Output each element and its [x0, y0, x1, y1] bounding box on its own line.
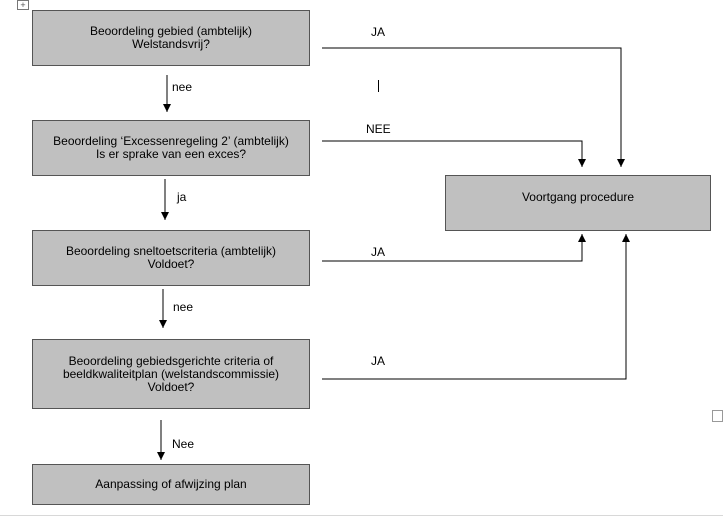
box-aanpassing-line1: Aanpassing of afwijzing plan: [95, 477, 247, 491]
move-icon[interactable]: +: [17, 0, 29, 10]
connector-box1-to-result: [322, 47, 625, 167]
label-side-2: NEE: [366, 122, 391, 136]
box-sneltoets-line2: Voldoet?: [147, 257, 195, 271]
page-edge: [0, 515, 723, 516]
box-gebiedsgericht-line2: beeldkwaliteitplan (welstandscommissie): [62, 366, 280, 381]
connector-box3-to-result: [322, 234, 586, 262]
box-gebiedsgericht-line3: Voldoet?: [147, 379, 195, 394]
label-down-3: nee: [173, 300, 194, 314]
label-down-2: ja: [177, 190, 187, 204]
box-excessenregeling-line1: Beoordeling ‘Excessenregeling 2’ (ambtel…: [53, 134, 289, 148]
label-down-4: Nee: [172, 437, 195, 451]
text-cursor: [378, 80, 379, 92]
box-aanpassing: Aanpassing of afwijzing plan: [32, 464, 310, 505]
connector-box2-to-result: [322, 140, 586, 167]
box-excessenregeling-line2: Is er sprake van een exces?: [95, 147, 247, 161]
box-gebied-line1: Beoordeling gebied (ambtelijk): [89, 24, 253, 38]
label-side-4: JA: [371, 354, 386, 368]
box-voortgang-line1: Voortgang procedure: [521, 190, 635, 204]
label-side-1: JA: [371, 25, 386, 39]
box-sneltoets-line1: Beoordeling sneltoetscriteria (ambtelijk…: [65, 244, 277, 258]
box-voortgang: Voortgang procedure: [445, 175, 711, 231]
connector-box4-to-result: [322, 234, 630, 380]
box-sneltoets: Beoordeling sneltoetscriteria (ambtelijk…: [32, 230, 310, 286]
box-gebied-line2: Welstandsvrij?: [132, 37, 210, 51]
box-gebied: Beoordeling gebied (ambtelijk) Welstands…: [32, 10, 310, 66]
box-gebiedsgericht-line1: Beoordeling gebiedsgerichte criteria of: [68, 353, 274, 368]
label-side-3: JA: [371, 245, 386, 259]
resize-handle[interactable]: [712, 410, 723, 422]
box-gebiedsgericht: Beoordeling gebiedsgerichte criteria of …: [32, 339, 310, 409]
label-down-1: nee: [172, 80, 193, 94]
box-excessenregeling: Beoordeling ‘Excessenregeling 2’ (ambtel…: [32, 120, 310, 176]
